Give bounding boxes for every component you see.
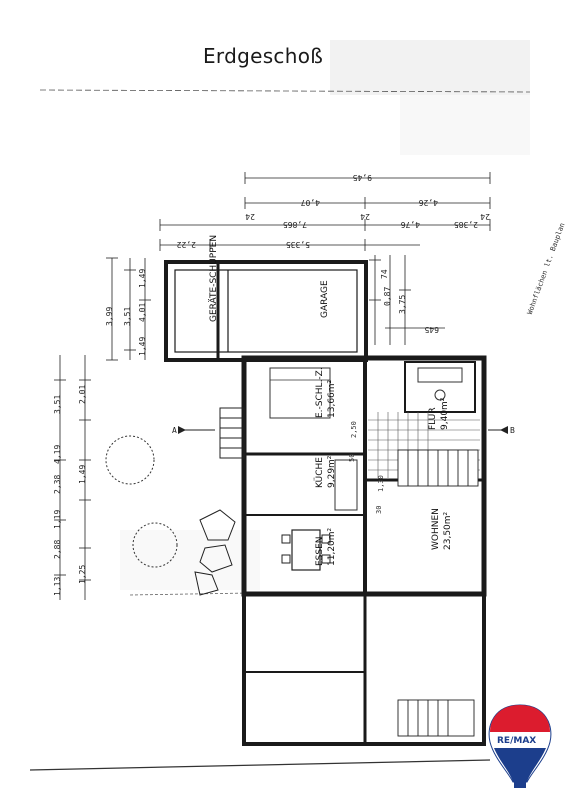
dim-small-24c: 24 — [480, 212, 490, 221]
plan-title: Erdgeschoß — [203, 44, 324, 68]
dim-top-c: 7,865 — [283, 220, 307, 229]
room-label-garage: GARAGE — [320, 280, 330, 318]
dim-left-238: 2,38 — [53, 475, 62, 494]
dim-left-113: 1,13 — [53, 577, 62, 596]
dim-left-119: 1,19 — [53, 510, 62, 529]
dim-left-149c: 1,49 — [78, 465, 87, 484]
top-dimensions — [159, 172, 491, 251]
room-label-kueche-name: KÜCHE — [314, 457, 325, 488]
shed-garage-walls — [164, 260, 368, 362]
remax-logo: RE/MAX — [488, 704, 552, 788]
room-label-eschl-area: 13,66m² — [327, 379, 337, 418]
dim-mid-030: 30 — [375, 506, 383, 514]
dim-mid-130: 1,30 — [377, 475, 385, 492]
dim-left-401: 4,01 — [138, 303, 147, 322]
dim-left-419: 4,19 — [53, 445, 62, 464]
room-label-wohnen-name: WOHNEN — [431, 508, 441, 550]
room-label-flur-area: 9,40m² — [440, 397, 450, 430]
left-dimensions — [54, 257, 151, 600]
room-label-wohnen-area: 23,50m² — [443, 511, 453, 550]
dim-left-125: 1,25 — [78, 565, 87, 584]
dim-top-f: 5,335 — [286, 240, 310, 249]
remax-logo-text: RE/MAX — [497, 736, 536, 746]
house-walls — [241, 355, 487, 597]
remax-basket — [514, 782, 526, 788]
dim-right-645: 645 — [424, 325, 439, 334]
section-markers — [178, 426, 508, 434]
paving-stones — [194, 509, 236, 596]
dim-top-a: 4,07 — [301, 198, 320, 207]
dim-left-201: 2,01 — [78, 385, 87, 404]
dim-left-149a: 1,49 — [138, 337, 147, 356]
right-dimensions — [369, 255, 445, 345]
entrance-steps — [219, 407, 245, 459]
house-lower-extension — [242, 592, 486, 746]
dim-left-399: 3,99 — [105, 307, 114, 326]
marker-a: A — [172, 426, 177, 435]
dim-left-351b: 3,51 — [53, 395, 62, 414]
dim-right-087: 0,87 — [383, 287, 392, 306]
dim-top-total: 9,45 — [353, 173, 372, 182]
dim-top-g: 2,22 — [177, 240, 196, 249]
remax-balloon-red — [490, 705, 550, 732]
dim-right-375: 3,75 — [398, 295, 407, 314]
room-label-essen-name: ESSEN — [315, 536, 325, 566]
scan-texture — [120, 40, 530, 590]
dim-top-e: 2,385 — [454, 220, 478, 229]
dim-left-149b: 1,49 — [138, 269, 147, 288]
room-label-essen-area: 11,20m² — [327, 527, 337, 566]
room-label-kueche-area: 9,29m² — [327, 455, 337, 488]
room-label-eschl-name: E.-SCHL.-Z. — [315, 367, 325, 418]
dim-small-24a: 24 — [245, 212, 255, 221]
dim-left-288: 2,88 — [53, 540, 62, 559]
room-label-geraete: GERÄTE-SCHUPPEN — [208, 235, 219, 322]
room-label-flur-name: FLUR — [428, 407, 438, 430]
dim-top-b: 4,26 — [419, 198, 438, 207]
dim-mid-050: 50 — [348, 454, 356, 462]
remax-balloon-blue — [494, 748, 546, 782]
dim-mid-250: 2,50 — [350, 421, 358, 438]
marker-b: B — [510, 426, 515, 435]
dim-top-d: 4,76 — [401, 220, 420, 229]
dim-left-351: 3,51 — [123, 307, 132, 326]
dim-right-074: 74 — [380, 269, 389, 279]
margin-note: Wohnflächen lt. Bauplan — [526, 222, 565, 316]
tree-symbols — [105, 435, 178, 568]
dim-small-24b: 24 — [360, 212, 370, 221]
